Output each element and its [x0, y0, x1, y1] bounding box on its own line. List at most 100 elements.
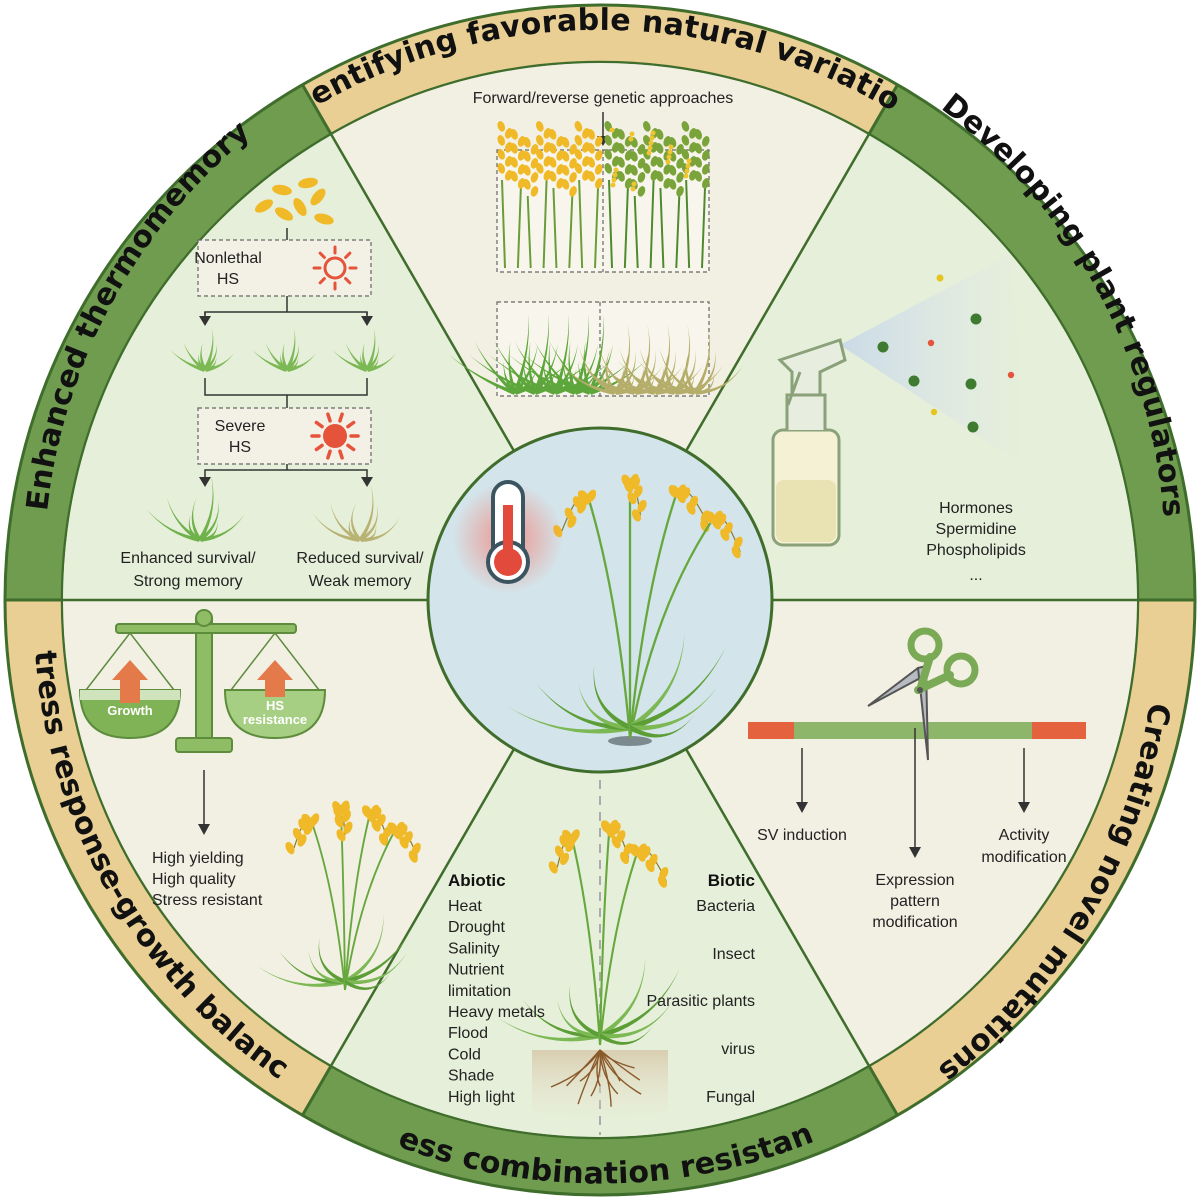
grain: [504, 128, 513, 139]
grain: [556, 136, 564, 147]
leaf: [198, 353, 208, 371]
wedge-divider: [684, 133, 871, 452]
ring-divider: [867, 1065, 899, 1117]
leaf: [642, 365, 658, 394]
regulator-item: Phospholipids: [926, 542, 1026, 559]
growth-balance-panel: Growth HS resistance High yielding High …: [78, 609, 421, 991]
wilted-plant-icon: [312, 482, 401, 542]
sun-ray: [346, 420, 356, 429]
spray-dot: [877, 341, 889, 353]
leaf: [358, 504, 378, 541]
grain: [731, 546, 741, 559]
ring-segment: [869, 600, 1195, 1116]
grain: [523, 165, 531, 176]
root: [599, 1049, 612, 1107]
section-wedge: [600, 600, 1137, 1066]
grain: [630, 165, 638, 176]
wedge-divider: [684, 748, 871, 1067]
grain: [517, 150, 526, 161]
grain: [497, 149, 506, 160]
grain: [694, 129, 703, 140]
grain: [686, 502, 696, 515]
sun-icon: [312, 245, 358, 291]
leaf: [625, 347, 638, 394]
stem: [578, 179, 584, 269]
leaf: [357, 482, 374, 541]
grain: [681, 135, 690, 146]
grain: [371, 819, 381, 832]
seed: [314, 213, 334, 225]
leaf: [632, 324, 650, 394]
stem: [344, 828, 397, 991]
leaf: [613, 365, 664, 395]
speckle: [668, 144, 674, 150]
regulator-item: ...: [969, 567, 982, 584]
grain: [285, 841, 295, 855]
plant-regulators-panel: Hormones Spermidine Phospholipids ...: [771, 255, 1030, 584]
grain: [504, 142, 513, 153]
grain: [630, 476, 641, 490]
grain: [543, 156, 552, 167]
grain: [637, 172, 646, 183]
scissors-icon: [867, 627, 979, 761]
sun-core: [323, 424, 347, 448]
speckle: [611, 177, 617, 183]
leaf: [332, 349, 369, 372]
grain: [530, 186, 539, 197]
grain: [548, 861, 558, 874]
grain: [543, 128, 552, 139]
grain: [510, 171, 518, 182]
stem: [552, 187, 558, 269]
speckle: [646, 150, 652, 156]
speckle: [630, 186, 636, 192]
biotic-item: virus: [721, 1041, 755, 1058]
grain: [643, 163, 651, 174]
trait-item: Stress resistant: [152, 892, 263, 909]
speckle: [667, 149, 673, 155]
speckle: [650, 130, 656, 136]
speckle: [648, 140, 654, 146]
balance-scale-icon: Growth HS resistance: [78, 609, 327, 753]
sv-induction-label: SV induction: [757, 827, 847, 844]
center-circle: [426, 426, 774, 774]
abiotic-item: Drought: [448, 919, 505, 936]
abiotic-item: Cold: [448, 1046, 481, 1063]
grain: [582, 156, 590, 167]
grain: [392, 827, 402, 840]
grain: [617, 129, 625, 140]
leaf: [583, 341, 593, 394]
grain: [583, 492, 593, 505]
leaf: [523, 361, 538, 394]
leaf: [191, 498, 203, 541]
grain: [548, 157, 557, 168]
abiotic-item: limitation: [448, 983, 511, 1000]
genetic-approaches-label: Forward/reverse genetic approaches: [473, 90, 734, 107]
leaf: [693, 350, 716, 394]
ring-divider: [867, 83, 899, 135]
growth-label: Growth: [107, 703, 153, 718]
biotic-item: Bacteria: [696, 898, 755, 915]
enhanced-survival-label: Strong memory: [133, 573, 242, 590]
leaf: [497, 1017, 601, 1042]
grain: [627, 491, 637, 505]
wedge-divider: [329, 748, 516, 1067]
severe-hs-label: Severe: [215, 418, 266, 435]
leaf: [200, 342, 208, 371]
ring-segment: [302, 1065, 898, 1195]
abiotic-item: Salinity: [448, 940, 500, 957]
grain: [657, 875, 668, 888]
grain: [663, 164, 671, 175]
sun-ray: [314, 443, 324, 452]
stem: [701, 187, 706, 269]
plant-shadow: [608, 736, 652, 746]
grain: [504, 170, 513, 181]
rice-plant-icon: [505, 473, 743, 739]
grain: [497, 121, 506, 132]
grain: [663, 136, 671, 147]
grain: [655, 171, 664, 182]
leaf: [578, 361, 593, 394]
grain: [574, 135, 583, 146]
nonlethal-hs-label: Nonlethal: [194, 250, 262, 267]
